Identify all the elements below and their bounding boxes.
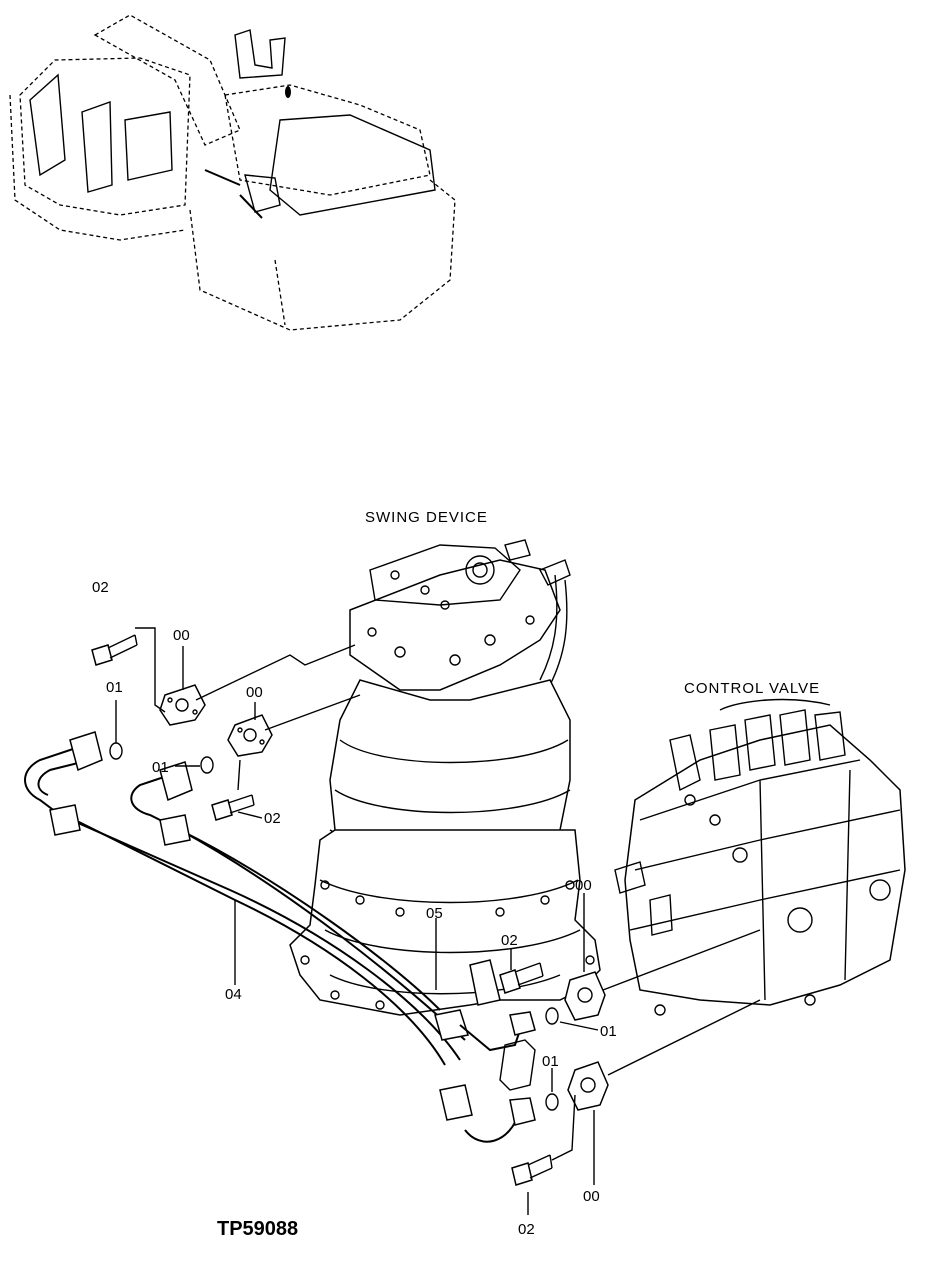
- swing-device-label: SWING DEVICE: [365, 509, 488, 526]
- leader-lines: [115, 627, 761, 1215]
- control-valve-drawing: [614, 698, 906, 1016]
- excavator-overview: [9, 14, 456, 331]
- fasteners: [91, 634, 609, 1186]
- callout-02: 02: [518, 1221, 535, 1238]
- callout-02: 02: [501, 932, 518, 949]
- callout-01: 01: [106, 679, 123, 696]
- callout-04: 04: [225, 986, 242, 1003]
- callout-00: 00: [575, 877, 592, 894]
- callout-02: 02: [264, 810, 281, 827]
- callout-01: 01: [152, 759, 169, 776]
- callout-00: 00: [583, 1188, 600, 1205]
- callout-01: 01: [600, 1023, 617, 1040]
- callout-05: 05: [426, 905, 443, 922]
- callout-02: 02: [92, 579, 109, 596]
- control-valve-label: CONTROL VALVE: [684, 680, 820, 697]
- drawing-code: TP59088: [217, 1218, 298, 1240]
- hose-assembly: [24, 731, 536, 1143]
- callout-00: 00: [246, 684, 263, 701]
- callout-00: 00: [173, 627, 190, 644]
- swing-device-drawing: [289, 539, 601, 1091]
- callout-01: 01: [542, 1053, 559, 1070]
